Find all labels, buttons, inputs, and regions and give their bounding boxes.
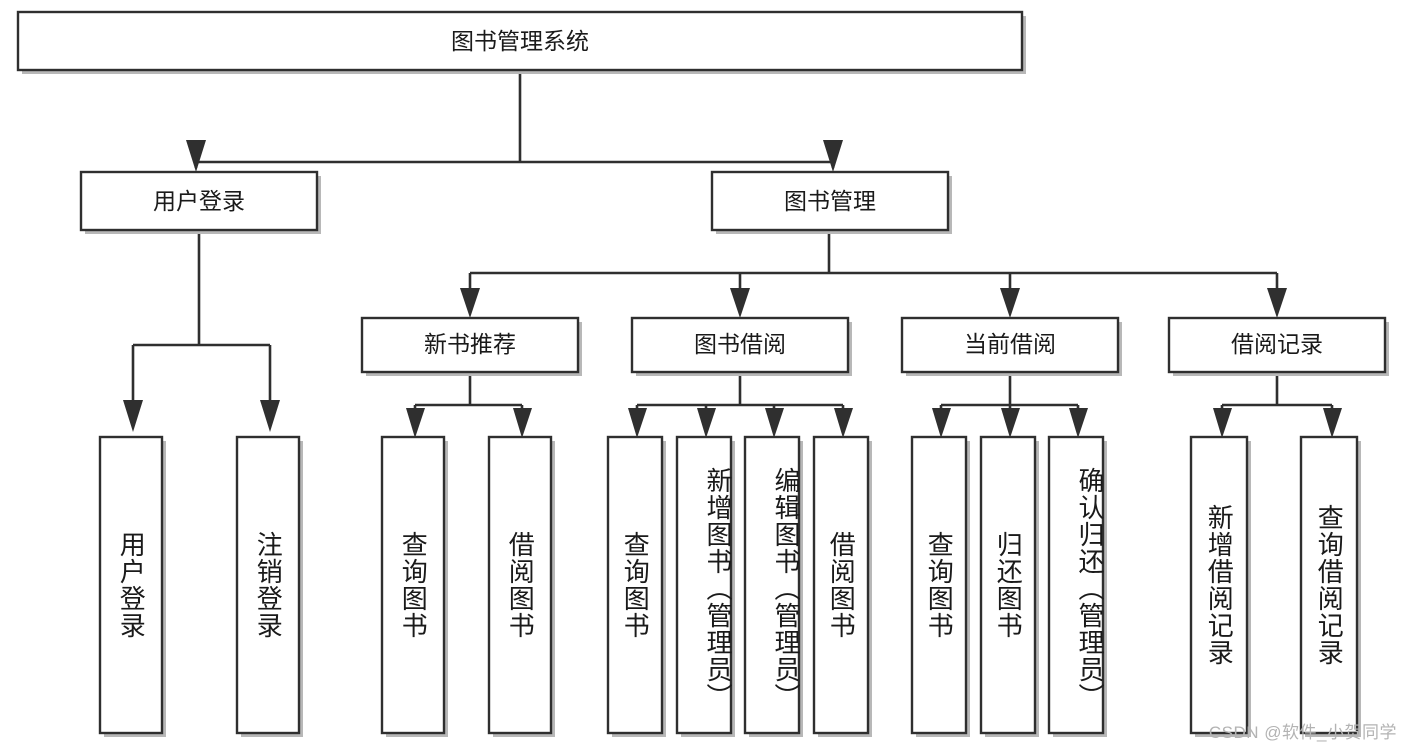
arrow-to-book-management xyxy=(823,140,843,172)
leaf-boxes xyxy=(98,435,1361,737)
arrow-to-leaf-edit-book xyxy=(765,408,784,438)
arrow-to-book-borrow xyxy=(730,288,750,318)
leaf-logout-login-box[interactable] xyxy=(235,435,301,735)
node-borrow-record[interactable]: 借阅记录 xyxy=(1167,316,1389,376)
root-label: 图书管理系统 xyxy=(451,28,589,54)
leaf-edit-book-box[interactable] xyxy=(743,435,801,735)
borrow-record-label: 借阅记录 xyxy=(1231,331,1323,357)
leaf-return-book-box[interactable] xyxy=(979,435,1037,735)
book-management-label: 图书管理 xyxy=(784,188,876,214)
leaf-add-book-box[interactable] xyxy=(675,435,733,735)
user-login-box[interactable] xyxy=(79,170,319,232)
leaf-query-book-1-box[interactable] xyxy=(380,435,446,735)
node-root[interactable]: 图书管理系统 xyxy=(16,10,1026,74)
leaf-query-book-3-box[interactable] xyxy=(910,435,968,735)
new-book-recommend-box[interactable] xyxy=(360,316,580,374)
node-book-borrow[interactable]: 图书借阅 xyxy=(630,316,852,376)
arrow-to-leaf-confirm-return xyxy=(1069,408,1088,438)
leaf-user-login-box[interactable] xyxy=(98,435,164,735)
leaf-query-book-2-box[interactable] xyxy=(606,435,664,735)
arrow-to-leaf-user-login xyxy=(123,400,143,432)
arrow-to-leaf-return-book xyxy=(1001,408,1020,438)
book-borrow-box[interactable] xyxy=(630,316,850,374)
leaf-add-record-box[interactable] xyxy=(1189,435,1249,735)
book-management-box[interactable] xyxy=(710,170,950,232)
node-new-book-recommend[interactable]: 新书推荐 xyxy=(360,316,582,376)
arrow-to-leaf-query-book-1 xyxy=(406,408,425,438)
leaf-borrow-book-2-box[interactable] xyxy=(812,435,870,735)
arrow-to-leaf-borrow-book-2 xyxy=(834,408,853,438)
arrow-to-leaf-query-book-2 xyxy=(628,408,647,438)
leaf-query-record-box[interactable] xyxy=(1299,435,1359,735)
node-current-borrow[interactable]: 当前借阅 xyxy=(900,316,1122,376)
arrow-to-leaf-borrow-book-1 xyxy=(513,408,532,438)
arrowhead-group xyxy=(123,140,1342,438)
arrow-to-leaf-query-record xyxy=(1323,408,1342,438)
leaf-borrow-book-1-box[interactable] xyxy=(487,435,553,735)
current-borrow-box[interactable] xyxy=(900,316,1120,374)
borrow-record-box[interactable] xyxy=(1167,316,1387,374)
root-box[interactable] xyxy=(16,10,1024,72)
node-book-management[interactable]: 图书管理 xyxy=(710,170,952,234)
new-book-recommend-label: 新书推荐 xyxy=(424,331,516,357)
arrow-to-leaf-logout-login xyxy=(260,400,280,432)
leaf-confirm-return-box[interactable] xyxy=(1047,435,1105,735)
user-login-label: 用户登录 xyxy=(153,188,245,214)
arrow-to-borrow-record xyxy=(1267,288,1287,318)
arrow-to-leaf-add-book xyxy=(697,408,716,438)
arrow-to-new-book-recommend xyxy=(460,288,480,318)
current-borrow-label: 当前借阅 xyxy=(964,331,1056,357)
node-user-login[interactable]: 用户登录 xyxy=(79,170,321,234)
arrow-to-user-login xyxy=(186,140,206,172)
arrow-to-leaf-add-record xyxy=(1213,408,1232,438)
csdn-watermark: CSDN @软件_小贺同学 xyxy=(1208,723,1397,742)
arrow-to-current-borrow xyxy=(1000,288,1020,318)
book-borrow-label: 图书借阅 xyxy=(694,331,786,357)
arrow-to-leaf-query-book-3 xyxy=(932,408,951,438)
